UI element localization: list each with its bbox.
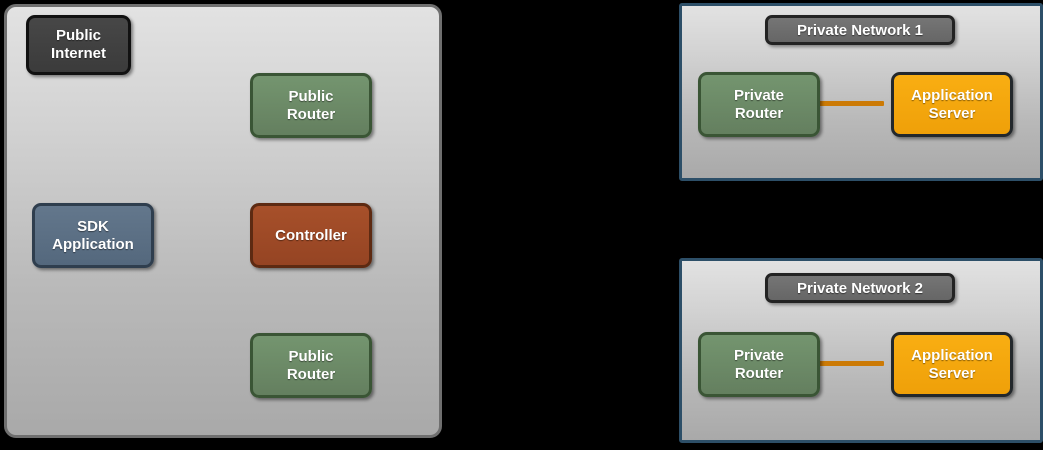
node-label-line: Controller <box>275 226 347 244</box>
private-network-1-title: Private Network 1 <box>765 15 955 45</box>
connector-router-to-server-1 <box>798 101 884 106</box>
node-public-router-bottom[interactable]: Public Router <box>250 333 372 398</box>
node-label-line: Application <box>911 346 993 364</box>
node-label-line: Private <box>733 346 785 364</box>
node-application-server-1[interactable]: Application Server <box>891 72 1013 137</box>
node-label-line: SDK <box>77 217 109 235</box>
private-network-1-panel: Private Network 1 Private Router Applica… <box>679 3 1043 181</box>
node-application-server-2[interactable]: Application Server <box>891 332 1013 397</box>
node-label-line: Router <box>286 105 336 123</box>
node-label-line: Internet <box>50 45 106 62</box>
node-label-line: Public <box>288 347 334 365</box>
node-label-line: Server <box>928 364 976 382</box>
node-label-line: Server <box>928 104 976 122</box>
node-label-line: Router <box>734 104 784 122</box>
node-public-internet[interactable]: Public Internet <box>26 15 131 75</box>
public-zone-panel: Public Internet Public Router SDK Applic… <box>4 4 442 438</box>
private-network-2-title: Private Network 2 <box>765 273 955 303</box>
connector-router-to-server-2 <box>798 361 884 366</box>
node-controller[interactable]: Controller <box>250 203 372 268</box>
node-label-line: Private <box>733 86 785 104</box>
node-private-router-2[interactable]: Private Router <box>698 332 820 397</box>
node-sdk-application[interactable]: SDK Application <box>32 203 154 268</box>
private-network-2-panel: Private Network 2 Private Router Applica… <box>679 258 1043 443</box>
node-label-line: Public <box>55 27 101 45</box>
node-label-line: Router <box>286 365 336 383</box>
node-public-router-top[interactable]: Public Router <box>250 73 372 138</box>
node-label-line: Public <box>288 87 334 105</box>
node-label-line: Application <box>52 235 134 253</box>
node-label-line: Application <box>911 86 993 104</box>
node-label-line: Router <box>734 364 784 382</box>
node-private-router-1[interactable]: Private Router <box>698 72 820 137</box>
